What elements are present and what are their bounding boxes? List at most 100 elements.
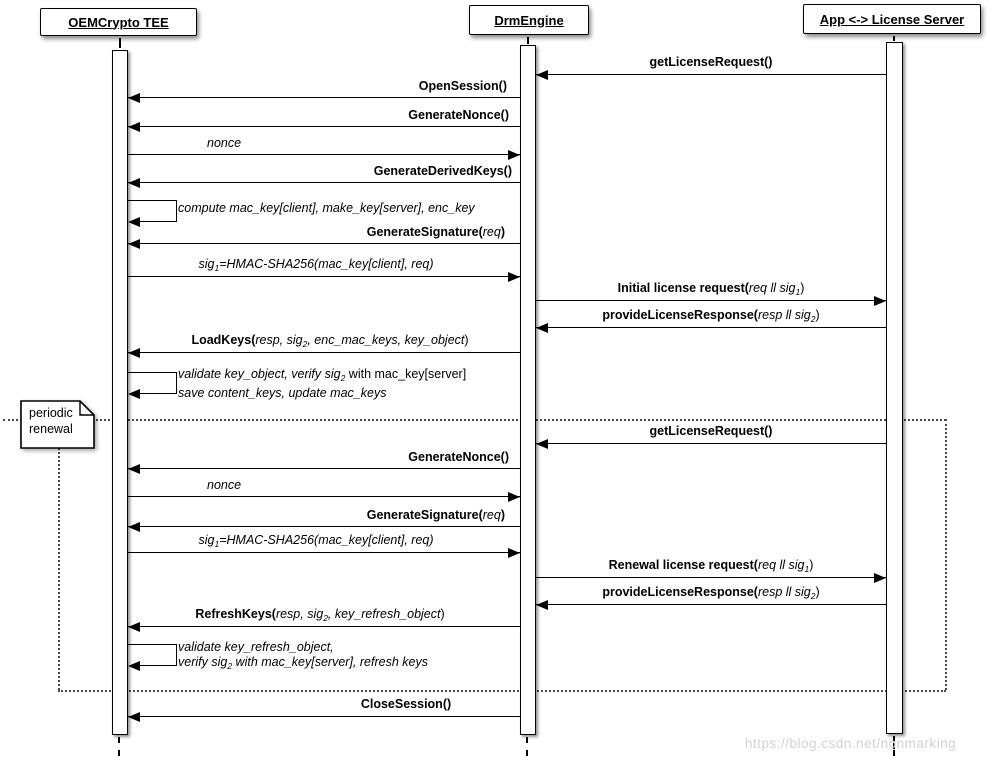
message-provide-license-response-2-arrowhead <box>536 600 548 610</box>
message-close-session-line <box>128 716 520 717</box>
message-provide-license-response-2-label: provideLicenseResponse(resp ll sig2) <box>602 585 819 604</box>
lifeline-tick-oemcrypto-tee <box>119 38 121 48</box>
message-sig1-renewal-label: sig1=HMAC-SHA256(mac_key[client], req) <box>198 533 433 552</box>
message-sig1-initial-arrowhead <box>508 272 520 282</box>
self-message-validate-load-keys-side <box>176 372 177 394</box>
label-line: verify sig2 with mac_key[server], refres… <box>178 655 428 674</box>
message-open-session-label: OpenSession() <box>419 79 507 94</box>
label-segment: 2 <box>323 613 328 623</box>
label-segment: with mac_key[server], refresh keys <box>232 655 428 669</box>
message-get-license-request-1-line <box>536 74 886 75</box>
label-segment: getLicenseRequest() <box>649 424 773 438</box>
message-provide-license-response-1-arrowhead <box>536 323 548 333</box>
message-generate-nonce-2-line <box>128 468 520 469</box>
label-segment: =HMAC-SHA256(mac_key[client], req) <box>219 533 434 547</box>
label-segment: ) <box>500 225 505 239</box>
message-nonce-2-label: nonce <box>207 478 241 493</box>
label-segment: resp, sig <box>255 333 303 347</box>
label-segment: getLicenseRequest() <box>649 55 773 69</box>
label-segment: 1 <box>795 287 801 297</box>
label-line: compute mac_key[client], make_key[server… <box>178 201 475 216</box>
message-sig1-initial-line <box>128 276 520 277</box>
actor-label-oemcrypto-tee: OEMCrypto TEE <box>68 14 169 30</box>
message-sig1-initial-label: sig1=HMAC-SHA256(mac_key[client], req) <box>198 257 433 276</box>
label-segment: 2 <box>340 373 346 383</box>
label-segment: compute mac_key[client], make_key[server… <box>178 201 475 215</box>
message-provide-license-response-1-line <box>536 327 886 328</box>
label-segment: nonce <box>207 478 242 492</box>
message-generate-nonce-2-label: GenerateNonce() <box>408 450 509 465</box>
label-segment: , enc_mac_keys, key_object <box>307 333 465 347</box>
message-initial-license-request-label: Initial license request(req ll sig1) <box>618 281 805 300</box>
message-nonce-1-arrowhead <box>508 150 520 160</box>
message-nonce-1-line <box>128 154 520 155</box>
message-refresh-keys-arrowhead <box>128 622 140 632</box>
label-segment: ) <box>440 607 445 621</box>
self-message-validate-refresh-keys-top <box>128 644 176 645</box>
label-line: validate key_object, verify sig2 with ma… <box>178 367 466 386</box>
self-message-compute-derived-keys-arrowhead <box>128 217 140 227</box>
actor-box-drmengine: DrmEngine <box>469 5 589 35</box>
self-message-validate-refresh-keys-side <box>176 644 177 666</box>
message-provide-license-response-1-label: provideLicenseResponse(resp ll sig2) <box>602 308 819 327</box>
actor-box-app-license-server: App <-> License Server <box>803 4 981 34</box>
message-generate-signature-2-arrowhead <box>128 522 140 532</box>
label-segment: 2 <box>227 661 233 671</box>
lifeline-tail-drmengine <box>526 737 528 756</box>
note-shape <box>20 400 95 449</box>
label-segment: req <box>482 225 501 239</box>
label-segment: RefreshKeys( <box>195 607 276 621</box>
frame-bottom-dotted-line <box>58 690 946 692</box>
self-message-validate-refresh-keys-label: validate key_refresh_object,verify sig2 … <box>178 640 428 674</box>
label-segment: , key_refresh_object <box>327 607 441 621</box>
lifeline-tick-app-license-server <box>893 36 895 41</box>
message-nonce-2-arrowhead <box>508 492 520 502</box>
self-message-validate-load-keys-label: validate key_object, verify sig2 with ma… <box>178 367 466 401</box>
note-line-1: periodic <box>29 406 73 420</box>
label-segment: 1 <box>214 263 220 273</box>
label-segment: 1 <box>804 564 810 574</box>
label-segment: Initial license request( <box>617 281 749 295</box>
label-segment: ) <box>809 558 814 572</box>
message-load-keys-label: LoadKeys(resp, sig2, enc_mac_keys, key_o… <box>191 333 468 352</box>
label-segment: Renewal license request( <box>608 558 758 572</box>
message-generate-derived-keys-label: GenerateDerivedKeys() <box>374 164 512 179</box>
self-message-compute-derived-keys-bottom <box>139 221 176 222</box>
message-get-license-request-2-line <box>536 443 886 444</box>
label-segment: verify sig <box>178 655 228 669</box>
watermark-text: https://blog.csdn.net/nonmarking <box>745 736 957 751</box>
message-generate-signature-2-label: GenerateSignature(req) <box>367 508 505 523</box>
label-segment: req <box>482 508 501 522</box>
label-segment: 1 <box>214 539 220 549</box>
label-segment: 2 <box>302 339 308 349</box>
message-open-session-arrowhead <box>128 93 140 103</box>
message-sig1-renewal-arrowhead <box>508 548 520 558</box>
label-segment: sig <box>198 257 215 271</box>
message-generate-signature-2-line <box>128 526 520 527</box>
self-message-validate-refresh-keys-bottom <box>139 665 176 666</box>
label-segment: sig <box>198 533 215 547</box>
label-segment: GenerateSignature( <box>366 508 483 522</box>
message-renewal-license-request-line <box>536 577 886 578</box>
self-message-validate-refresh-keys-arrowhead <box>128 661 140 671</box>
label-segment: ) <box>815 308 820 322</box>
label-segment: provideLicenseResponse( <box>602 308 758 322</box>
label-segment: 2 <box>810 314 816 324</box>
label-segment: CloseSession() <box>360 697 452 711</box>
message-get-license-request-2-label: getLicenseRequest() <box>650 424 773 439</box>
label-segment: req ll sig <box>757 558 805 572</box>
label-segment: save content_keys, update mac_keys <box>178 386 387 400</box>
actor-label-app-license-server: App <-> License Server <box>819 11 965 27</box>
label-segment: =HMAC-SHA256(mac_key[client], req) <box>219 257 434 271</box>
note-periodic-renewal: periodic renewal <box>20 400 95 449</box>
message-generate-nonce-1-label: GenerateNonce() <box>408 108 509 123</box>
message-provide-license-response-2-line <box>536 604 886 605</box>
message-generate-derived-keys-line <box>128 182 520 183</box>
label-segment: resp, sig <box>275 607 324 621</box>
label-segment: GenerateNonce() <box>408 450 509 464</box>
message-renewal-license-request-arrowhead <box>874 573 886 583</box>
message-close-session-arrowhead <box>128 712 140 722</box>
label-line: save content_keys, update mac_keys <box>178 386 466 401</box>
label-segment: resp ll sig <box>757 308 811 322</box>
